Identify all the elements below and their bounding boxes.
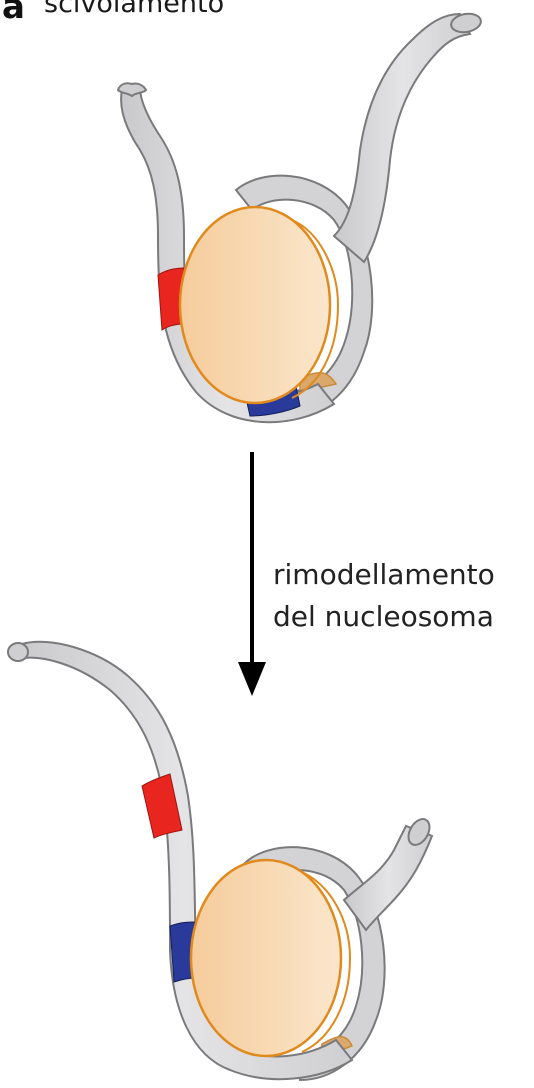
- panel-letter: a: [2, 0, 25, 24]
- histone-core-before: [180, 207, 330, 403]
- transition-arrow: [238, 452, 266, 696]
- histone-core-after: [191, 860, 341, 1056]
- nucleosome-before: [118, 12, 482, 423]
- arrow-label-line2: del nucleosoma: [273, 603, 494, 631]
- panel-title: scivolamento: [44, 0, 224, 17]
- arrow-label-line1: rimodellamento: [273, 561, 495, 589]
- dna-end-cap-left-after: [8, 643, 28, 661]
- dna-right-arm-before: [334, 14, 470, 262]
- nucleosome-after: [8, 642, 434, 1080]
- arrow-head: [238, 662, 266, 696]
